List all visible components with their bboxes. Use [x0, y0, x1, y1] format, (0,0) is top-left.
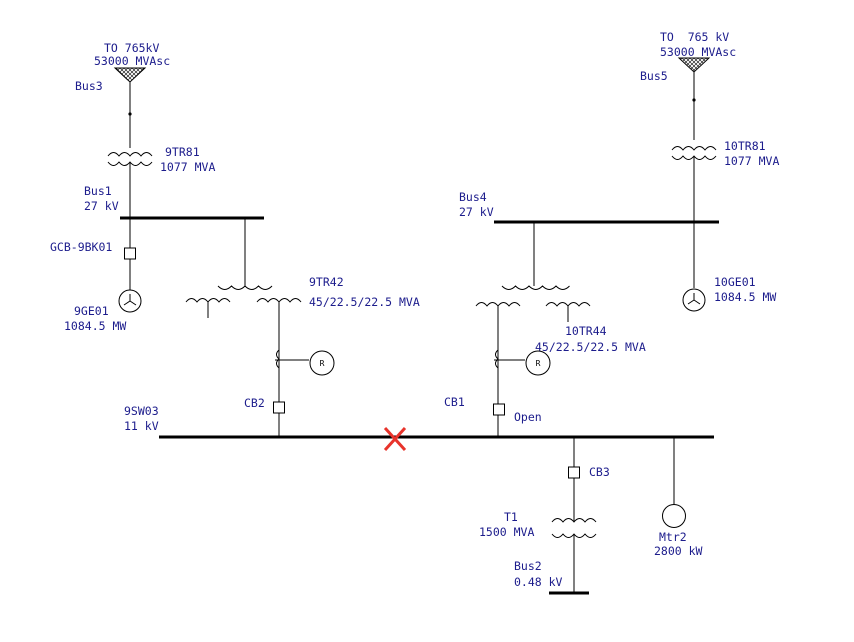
bus5-node	[692, 98, 696, 102]
bus2-voltage: 0.48 kV	[514, 575, 563, 589]
transformer-t1[interactable]	[551, 518, 597, 593]
current-transformer-right	[494, 349, 525, 369]
transformer-10tr44[interactable]	[475, 222, 591, 404]
generator-10ge01[interactable]	[682, 288, 706, 312]
cb1-status: Open	[514, 410, 542, 424]
cb1-label: CB1	[444, 395, 465, 409]
relay-left[interactable]: R	[309, 350, 335, 376]
motor-mtr2[interactable]	[662, 504, 686, 528]
mtr2-name: Mtr2	[659, 530, 687, 544]
t1-rating: 1500 MVA	[479, 525, 534, 539]
bus5-label: Bus5	[640, 69, 668, 83]
bus4-voltage: 27 kV	[459, 205, 494, 219]
9ge01-rating: 1084.5 MW	[64, 319, 126, 333]
cb2-breaker[interactable]	[273, 401, 285, 414]
gcb-9bk01-label: GCB-9BK01	[50, 240, 112, 254]
bus3-node	[128, 112, 132, 116]
10tr81-name: 10TR81	[724, 139, 766, 153]
gcb-9bk01-breaker[interactable]	[124, 247, 136, 260]
fault-marker-icon[interactable]	[383, 426, 407, 452]
cb1-breaker[interactable]	[493, 403, 505, 416]
bus3-label: Bus3	[75, 79, 103, 93]
cb3-breaker[interactable]	[568, 466, 580, 479]
generator-9ge01[interactable]	[118, 289, 142, 313]
utility-right-sc: 53000 MVAsc	[660, 45, 736, 59]
utility-right-voltage: TO 765 kV	[660, 30, 729, 44]
10tr44-rating: 45/22.5/22.5 MVA	[535, 340, 646, 354]
cb2-label: CB2	[244, 396, 265, 410]
10ge01-name: 10GE01	[714, 275, 756, 289]
bus2-name: Bus2	[514, 559, 542, 573]
9sw03-name: 9SW03	[124, 404, 159, 418]
9tr81-name: 9TR81	[165, 145, 200, 159]
transformer-9tr81[interactable]	[107, 152, 153, 219]
utility-left[interactable]	[113, 67, 147, 148]
bus1-voltage: 27 kV	[84, 199, 119, 213]
9ge01-name: 9GE01	[74, 304, 109, 318]
9tr42-rating: 45/22.5/22.5 MVA	[309, 295, 420, 309]
cb3-label: CB3	[589, 465, 610, 479]
current-transformer-left	[275, 349, 309, 369]
bus1-name: Bus1	[84, 184, 112, 198]
mtr2-rating: 2800 kW	[654, 544, 703, 558]
9tr42-name: 9TR42	[309, 275, 344, 289]
utility-right[interactable]	[677, 57, 711, 140]
t1-name: T1	[504, 510, 518, 524]
relay-right-symbol: R	[536, 359, 541, 368]
10ge01-rating: 1084.5 MW	[714, 290, 776, 304]
utility-left-voltage: TO 765kV	[104, 41, 159, 55]
bus4-name: Bus4	[459, 190, 487, 204]
utility-left-sc: 53000 MVAsc	[94, 54, 170, 68]
10tr81-rating: 1077 MVA	[724, 154, 779, 168]
9tr81-rating: 1077 MVA	[160, 160, 215, 174]
transformer-9tr42[interactable]	[185, 218, 302, 402]
10tr44-name: 10TR44	[565, 324, 607, 338]
9sw03-voltage: 11 kV	[124, 419, 159, 433]
transformer-10tr81[interactable]	[671, 146, 717, 289]
relay-left-symbol: R	[320, 359, 325, 368]
relay-right[interactable]: R	[525, 350, 551, 376]
